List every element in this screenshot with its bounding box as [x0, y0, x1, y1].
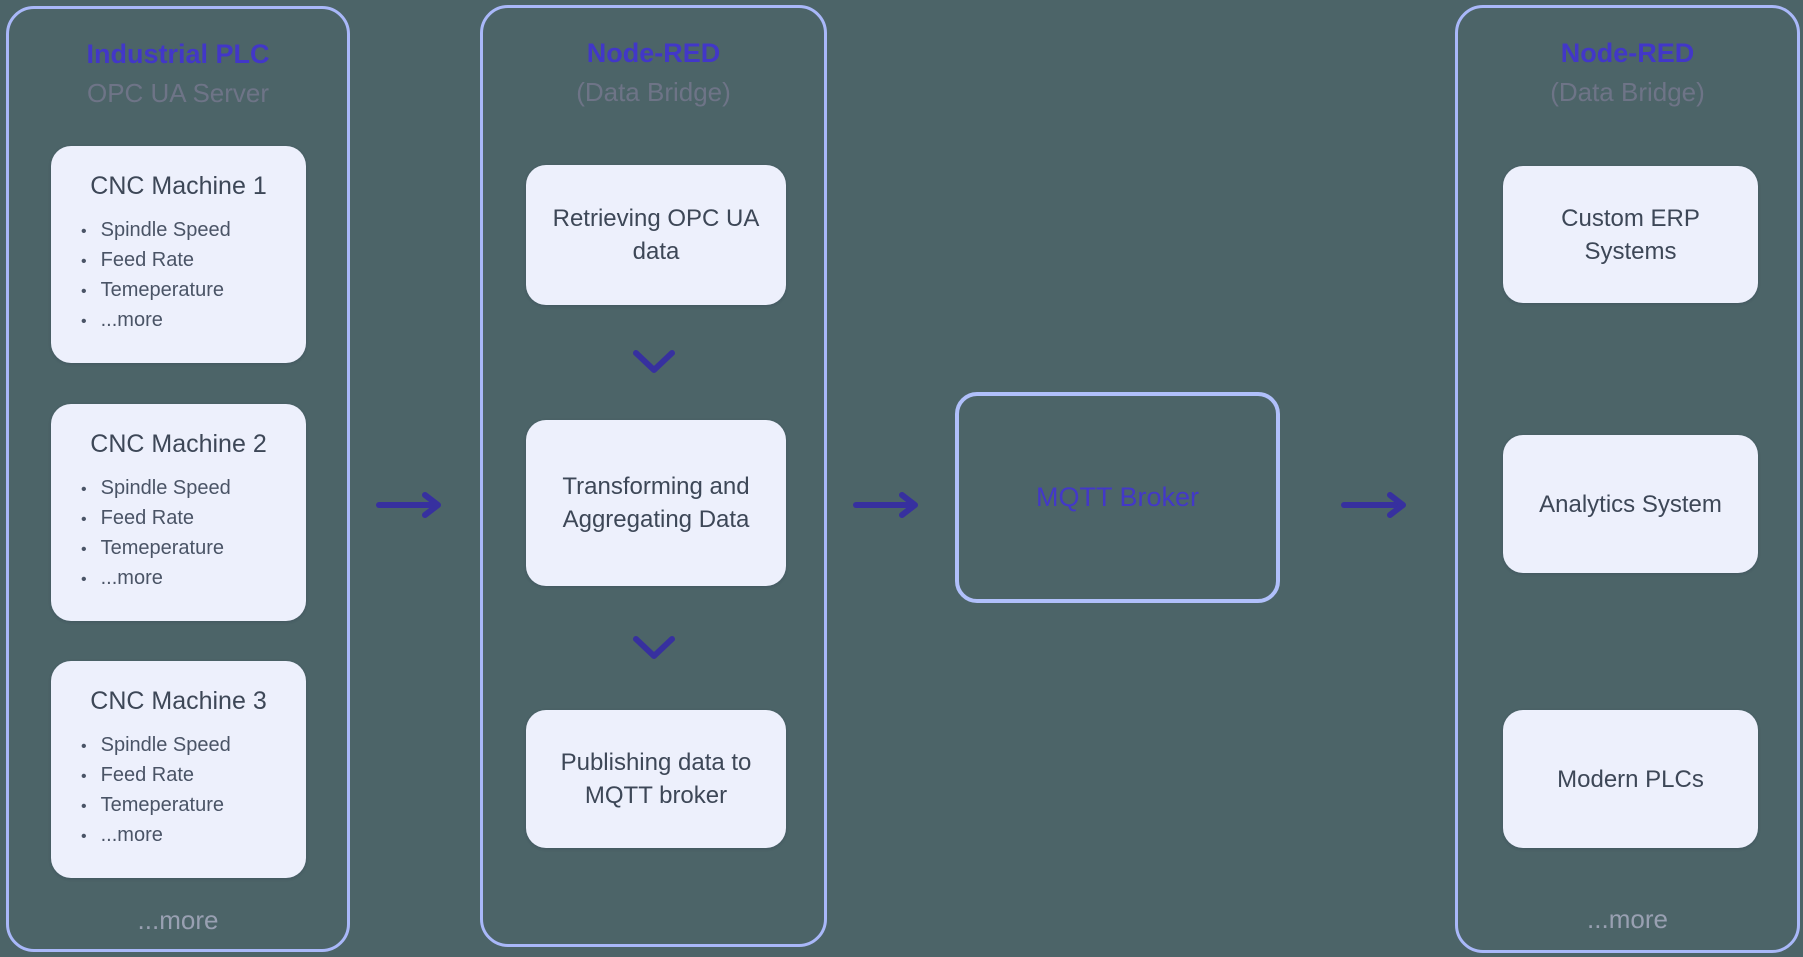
- list-item-label: Temeperature: [100, 537, 225, 559]
- analytics-system-card: Analytics System: [1503, 435, 1758, 573]
- list-item-label: Feed Rate: [100, 764, 194, 786]
- list-item: ...more: [81, 306, 306, 336]
- list-item: ...more: [81, 821, 306, 851]
- step-retrieving-opcua-card: Retrieving OPC UA data: [526, 165, 786, 305]
- cnc-machine-2-card: CNC Machine 2 Spindle Speed Feed Rate Te…: [51, 404, 306, 621]
- list-item: Feed Rate: [81, 504, 306, 534]
- step-label: Retrieving OPC UA data: [552, 205, 760, 265]
- list-item: Feed Rate: [81, 761, 306, 791]
- panel-subtitle: (Data Bridge): [576, 77, 731, 107]
- machine-signal-list: Spindle Speed Feed Rate Temeperature ...…: [51, 474, 306, 594]
- list-item-label: Spindle Speed: [100, 219, 231, 241]
- chevron-down-icon: [632, 350, 675, 373]
- machine-signal-list: Spindle Speed Feed Rate Temeperature ...…: [51, 731, 306, 851]
- panel-title: Node-RED: [586, 38, 721, 68]
- list-item: Feed Rate: [81, 246, 306, 276]
- list-item: Spindle Speed: [81, 731, 306, 761]
- machine-card-title: CNC Machine 1: [90, 172, 267, 200]
- panel-subtitle: (Data Bridge): [1550, 77, 1705, 107]
- step-transforming-card: Transforming and Aggregating Data: [526, 420, 786, 586]
- industrial-plc-panel: Industrial PLC OPC UA Server CNC Machine…: [6, 6, 350, 952]
- panel-subtitle: OPC UA Server: [86, 78, 270, 108]
- list-item-label: ...more: [100, 567, 163, 589]
- system-label: Analytics System: [1539, 490, 1722, 518]
- list-item: Temeperature: [81, 276, 306, 306]
- custom-erp-card: Custom ERP Systems: [1503, 166, 1758, 303]
- flow-arrow-right-icon: [1341, 492, 1406, 518]
- more-machines-label: ...more: [137, 905, 219, 935]
- machine-card-title: CNC Machine 3: [90, 687, 267, 715]
- machine-card-title: CNC Machine 2: [90, 430, 267, 458]
- chevron-down-icon: [632, 636, 675, 659]
- node-red-ingest-panel: Node-RED (Data Bridge) Retrieving OPC UA…: [480, 5, 827, 947]
- panel-title: Industrial PLC: [86, 39, 270, 69]
- mqtt-broker-label: MQTT Broker: [1035, 482, 1199, 512]
- list-item-label: Spindle Speed: [100, 734, 231, 756]
- list-item: ...more: [81, 564, 306, 594]
- list-item-label: Spindle Speed: [100, 477, 231, 499]
- step-label: Publishing data to MQTT broker: [560, 749, 752, 809]
- modern-plcs-card: Modern PLCs: [1503, 710, 1758, 848]
- list-item: Temeperature: [81, 791, 306, 821]
- step-label: Transforming and Aggregating Data: [562, 473, 750, 533]
- step-publishing-card: Publishing data to MQTT broker: [526, 710, 786, 848]
- list-item-label: Feed Rate: [100, 507, 194, 529]
- machine-signal-list: Spindle Speed Feed Rate Temeperature ...…: [51, 216, 306, 336]
- node-red-out-panel: Node-RED (Data Bridge) Custom ERP System…: [1455, 5, 1800, 953]
- list-item: Spindle Speed: [81, 216, 306, 246]
- more-systems-label: ...more: [1587, 904, 1668, 934]
- system-label: Modern PLCs: [1557, 765, 1704, 793]
- flow-arrow-right-icon: [853, 492, 918, 518]
- list-item-label: ...more: [100, 824, 163, 846]
- list-item: Temeperature: [81, 534, 306, 564]
- flow-arrow-right-icon: [376, 492, 441, 518]
- cnc-machine-3-card: CNC Machine 3 Spindle Speed Feed Rate Te…: [51, 661, 306, 878]
- list-item-label: Temeperature: [100, 794, 225, 816]
- system-label: Custom ERP Systems: [1561, 204, 1700, 265]
- list-item: Spindle Speed: [81, 474, 306, 504]
- list-item-label: ...more: [100, 309, 163, 331]
- mqtt-broker-box: MQTT Broker: [955, 392, 1280, 603]
- cnc-machine-1-card: CNC Machine 1 Spindle Speed Feed Rate Te…: [51, 146, 306, 363]
- list-item-label: Feed Rate: [100, 249, 194, 271]
- panel-title: Node-RED: [1560, 38, 1695, 68]
- list-item-label: Temeperature: [100, 279, 225, 301]
